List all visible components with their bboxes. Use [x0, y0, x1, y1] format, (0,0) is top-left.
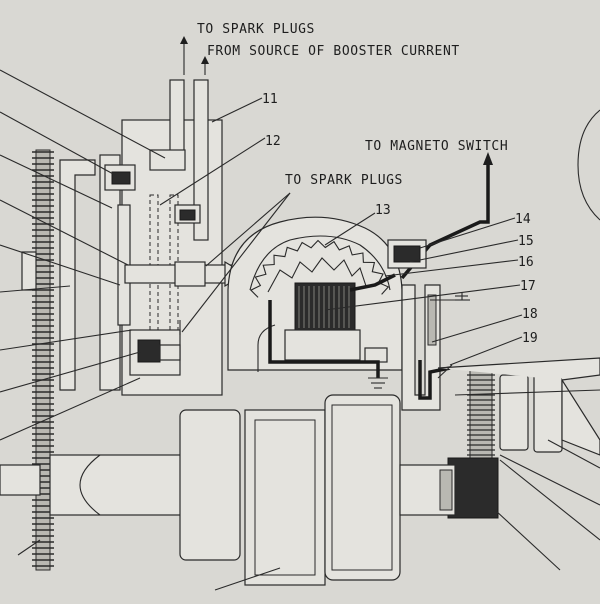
- magneto-switch-lead: [349, 152, 493, 292]
- right-gear-train: [437, 357, 600, 519]
- to-spark-plugs-top-label: TO SPARK PLUGS: [197, 22, 315, 37]
- callout-leader-lines: [159, 97, 600, 591]
- callout-13: 13: [375, 203, 391, 218]
- to-spark-plugs-mid-label: TO SPARK PLUGS: [285, 173, 403, 188]
- housing-circle-edge: [577, 109, 600, 221]
- callout-12: 12: [265, 134, 281, 149]
- distributor-shaft: [124, 260, 247, 288]
- callout-19: 19: [522, 331, 538, 346]
- main-shaft: [0, 394, 456, 586]
- callout-15: 15: [518, 234, 534, 249]
- callout-16: 16: [518, 255, 534, 270]
- spark-plug-terminal-tubes: [169, 36, 209, 241]
- callout-11: 11: [262, 92, 278, 107]
- upper-terminal-clip: [104, 149, 201, 224]
- rotor-housing: [227, 216, 403, 372]
- condenser-assembly: [401, 284, 470, 411]
- to-magneto-switch-label: TO MAGNETO SWITCH: [365, 139, 508, 154]
- callout-14: 14: [515, 212, 531, 227]
- left-leader-lines: [0, 69, 166, 556]
- ground-wire: [268, 300, 388, 389]
- lower-terminal-clip: [129, 320, 181, 376]
- callout-17: 17: [520, 279, 536, 294]
- callout-18: 18: [522, 307, 538, 322]
- from-booster-current-label: FROM SOURCE OF BOOSTER CURRENT: [207, 44, 460, 59]
